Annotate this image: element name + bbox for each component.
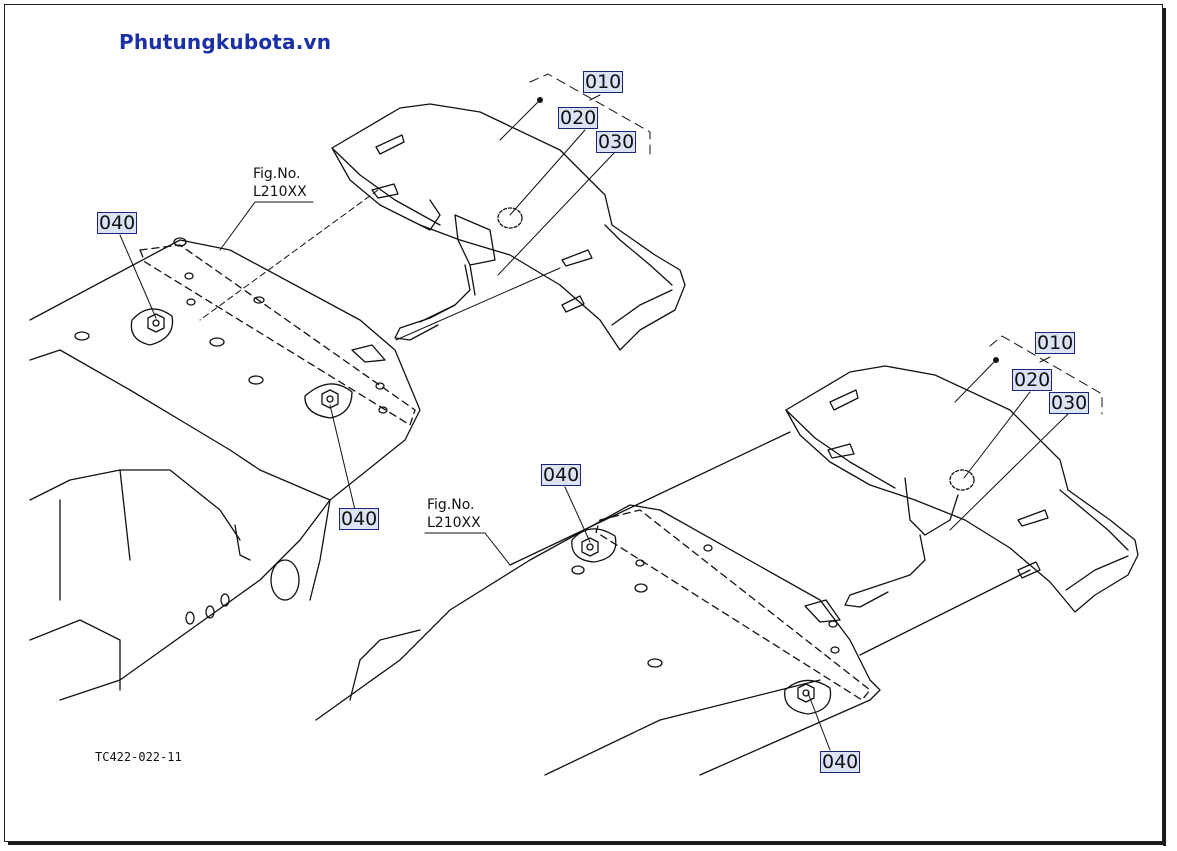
right-nut-bottom [797, 683, 815, 703]
callout-030-right[interactable]: 030 [1049, 392, 1090, 414]
callout-040-left-bottom[interactable]: 040 [339, 508, 380, 530]
right-frame-body [315, 431, 1031, 776]
figure-reference-left[interactable]: Fig.No. L210XX [253, 165, 307, 201]
callout-010-left[interactable]: 010 [583, 71, 624, 93]
left-frame-body [29, 237, 421, 701]
figure-reference-code: L210XX [427, 515, 481, 531]
left-lamp-housing [331, 103, 686, 351]
callout-040-right-top[interactable]: 040 [541, 464, 582, 486]
left-leaders [119, 73, 651, 511]
callout-010-right[interactable]: 010 [1035, 332, 1076, 354]
callout-030-left[interactable]: 030 [596, 131, 637, 153]
left-nut-top [147, 313, 165, 333]
drawing-number: TC422-022-11 [95, 750, 182, 764]
callout-020-right[interactable]: 020 [1012, 369, 1053, 391]
drawing-frame [4, 4, 1163, 842]
frame-shadow-bottom [8, 842, 1166, 845]
figure-reference-right[interactable]: Fig.No. L210XX [427, 496, 481, 532]
figure-reference-label: Fig.No. [253, 166, 301, 182]
callout-040-right-bottom[interactable]: 040 [820, 751, 861, 773]
right-lamp-housing [785, 365, 1139, 613]
site-watermark: Phutungkubota.vn [119, 30, 332, 54]
figure-reference-code: L210XX [253, 184, 307, 200]
frame-shadow-right [1163, 8, 1166, 846]
left-nut-bottom [321, 389, 339, 409]
right-leaders [424, 335, 1103, 751]
callout-040-left-top[interactable]: 040 [97, 212, 138, 234]
right-nut-top [581, 537, 599, 557]
callout-020-left[interactable]: 020 [558, 107, 599, 129]
figure-reference-label: Fig.No. [427, 497, 475, 513]
